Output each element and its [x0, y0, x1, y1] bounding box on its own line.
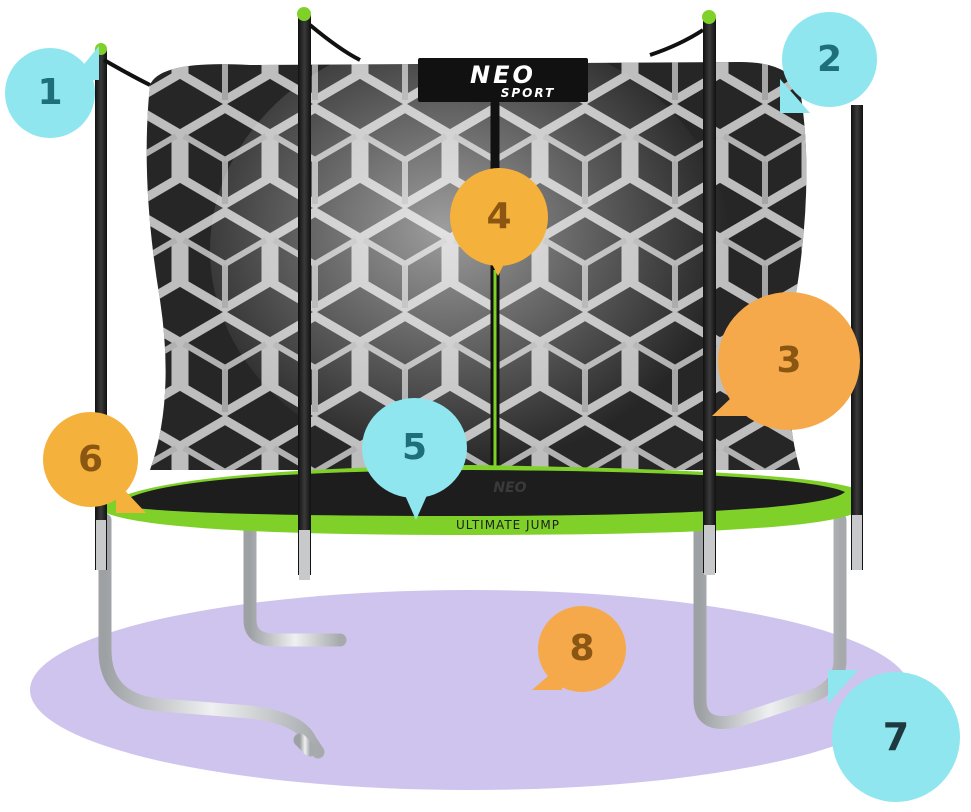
- callout-2-number: 2: [816, 38, 843, 80]
- jumping-mat: NEO ULTIMATE JUMP: [100, 465, 860, 535]
- callout-1-number: 1: [37, 72, 63, 113]
- pad-logo: NEO: [493, 480, 526, 496]
- net-poles: [95, 7, 863, 580]
- callout-1: 1: [5, 46, 99, 138]
- brand-logo-line2: SPORT: [501, 86, 556, 100]
- mat-text: ULTIMATE JUMP: [456, 518, 560, 532]
- callout-3: 3: [712, 292, 860, 430]
- brand-banner: NEO SPORT: [418, 58, 588, 102]
- callout-3-number: 3: [776, 340, 802, 381]
- callout-6-number: 6: [77, 438, 104, 480]
- callout-5-number: 5: [401, 427, 428, 468]
- callout-7: 7: [828, 670, 960, 802]
- callout-4-number: 4: [486, 196, 512, 237]
- callout-5: 5: [362, 398, 467, 520]
- callout-7-number: 7: [882, 715, 910, 759]
- callout-8: 8: [532, 606, 626, 692]
- callout-8-number: 8: [569, 628, 595, 669]
- callout-4: 4: [450, 168, 548, 276]
- callout-6: 6: [43, 412, 146, 513]
- callout-2: 2: [780, 12, 877, 113]
- brand-logo-line1: NEO: [470, 61, 536, 89]
